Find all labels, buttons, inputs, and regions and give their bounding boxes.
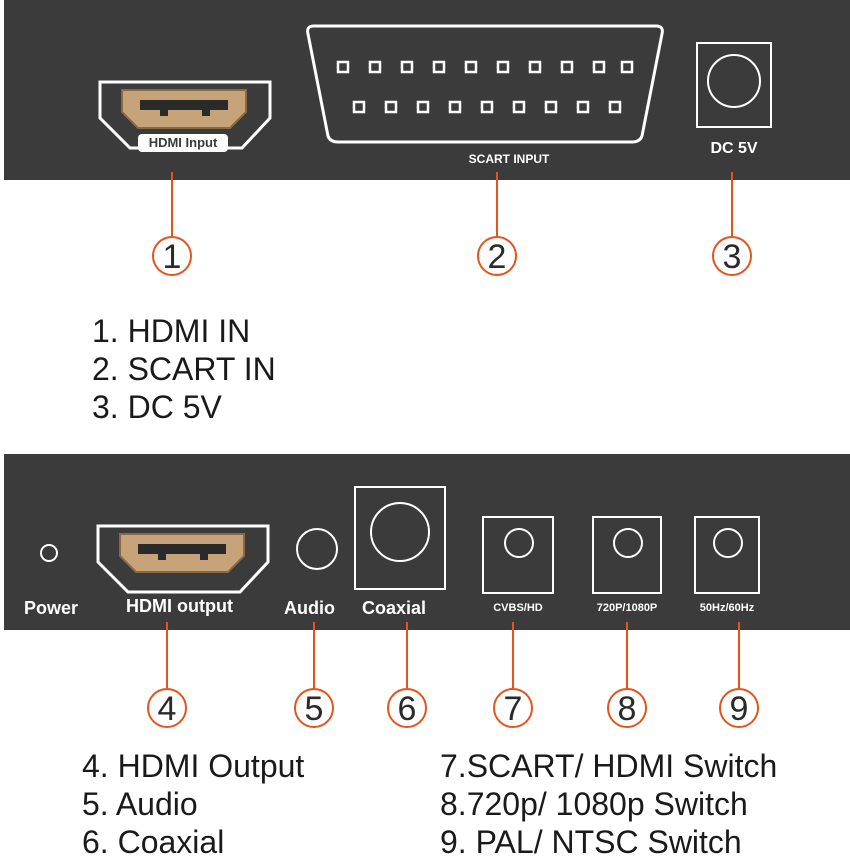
callout-line-1 <box>171 172 173 236</box>
legend-item-5: 5. Audio <box>82 786 198 822</box>
scart-input-label: SCART INPUT <box>468 152 550 166</box>
hdmi-output-port-icon <box>96 524 270 594</box>
callout-line-8 <box>626 622 628 688</box>
coaxial-port-frame <box>354 486 446 590</box>
legend-item-9: 9. PAL/ NTSC Switch <box>440 824 742 860</box>
legend-item-4: 4. HDMI Output <box>82 748 305 784</box>
coaxial-label: Coaxial <box>362 598 427 618</box>
callout-7: 7 <box>493 688 533 728</box>
legend-item-7: 7.SCART/ HDMI Switch <box>440 748 778 784</box>
dc-5v-label: DC 5V <box>710 140 758 157</box>
callout-line-5 <box>313 622 315 688</box>
callout-8: 8 <box>607 688 647 728</box>
hdmi-output-label: HDMI output <box>126 596 233 616</box>
resolution-label: 720P/1080P <box>596 602 658 614</box>
resolution-button-icon <box>613 528 643 558</box>
callout-line-9 <box>738 622 740 688</box>
scart-input-port-icon <box>306 24 664 144</box>
callout-9: 9 <box>719 688 759 728</box>
callout-line-2 <box>496 172 498 236</box>
callout-line-4 <box>166 622 168 688</box>
power-label: Power <box>24 598 79 618</box>
cvbs-hd-label: CVBS/HD <box>493 602 543 614</box>
pal-ntsc-button-icon <box>713 528 743 558</box>
dc-jack-icon <box>707 54 761 108</box>
power-led-icon <box>40 544 58 562</box>
callout-line-6 <box>406 622 408 688</box>
dc-jack-frame <box>696 42 772 128</box>
audio-jack-icon <box>296 528 338 570</box>
callout-line-7 <box>512 622 514 688</box>
hdmi-input-label: HDMI Input <box>148 135 218 150</box>
top-panel: HDMI Input SCART INPUT DC 5V <box>4 0 850 180</box>
hdmi-input-label-box <box>138 134 228 152</box>
legend-top: 1. HDMI IN 2. SCART IN 3. DC 5V <box>92 312 276 426</box>
callout-1: 1 <box>152 236 192 276</box>
callout-5: 5 <box>294 688 334 728</box>
legend-item-3: 3. DC 5V <box>92 389 222 425</box>
audio-label: Audio <box>284 598 335 618</box>
callout-2: 2 <box>477 236 517 276</box>
pal-ntsc-switch[interactable] <box>694 516 760 594</box>
legend-item-2: 2. SCART IN <box>92 351 276 387</box>
pal-ntsc-label: 50Hz/60Hz <box>699 602 755 614</box>
callout-4: 4 <box>147 688 187 728</box>
cvbs-hd-switch[interactable] <box>482 516 554 594</box>
bottom-panel: Power HDMI output Audio Coaxial CVBS/HD … <box>4 454 850 630</box>
callout-line-3 <box>731 172 733 236</box>
callout-3: 3 <box>712 236 752 276</box>
hdmi-input-port-icon <box>98 80 272 150</box>
legend-item-1: 1. HDMI IN <box>92 313 251 349</box>
cvbs-hd-button-icon <box>504 528 534 558</box>
legend-bottom-right: 7.SCART/ HDMI Switch 8.720p/ 1080p Switc… <box>440 747 777 861</box>
legend-bottom-left: 4. HDMI Output 5. Audio 6. Coaxial <box>82 747 304 861</box>
legend-item-6: 6. Coaxial <box>82 824 225 860</box>
coaxial-port-icon <box>370 502 430 562</box>
resolution-switch[interactable] <box>592 516 662 594</box>
legend-item-8: 8.720p/ 1080p Switch <box>440 786 748 822</box>
callout-6: 6 <box>387 688 427 728</box>
